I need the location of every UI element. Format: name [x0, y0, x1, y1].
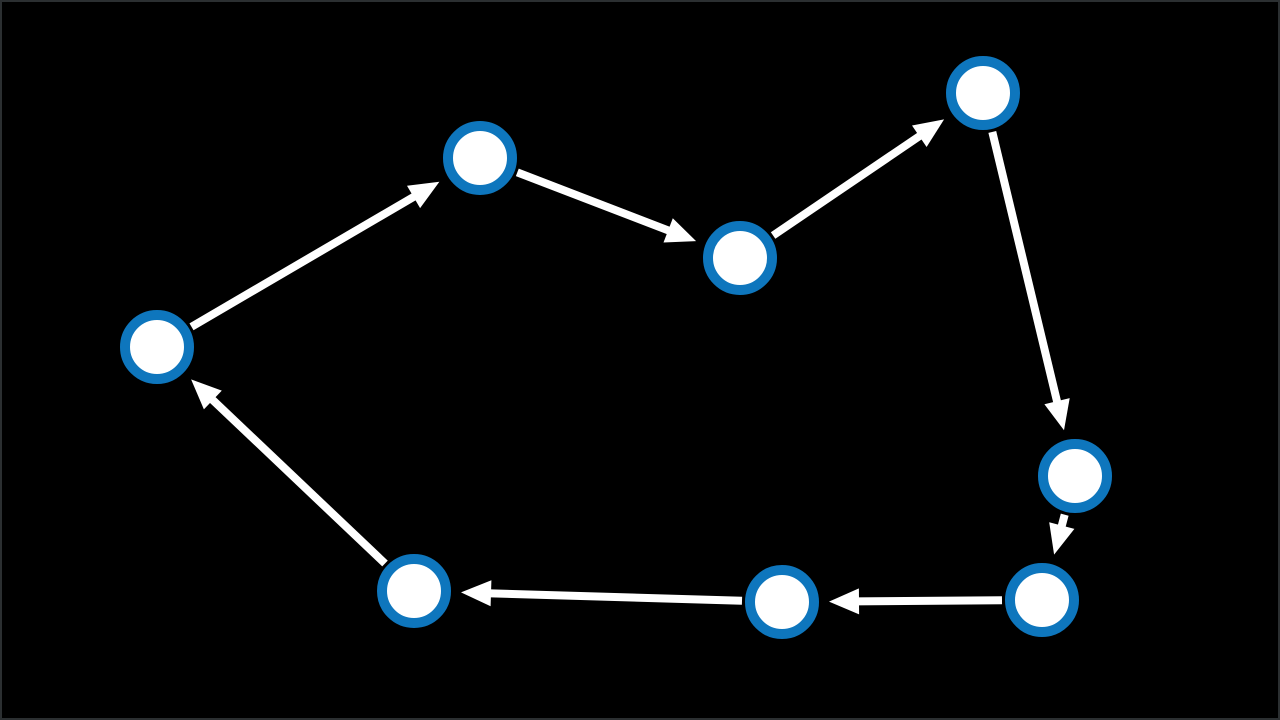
edge-line-n4-n5: [988, 130, 1062, 406]
edge-line-n8-n1: [207, 394, 388, 567]
arrowhead-icon-n3-n4: [912, 119, 945, 147]
graph-node-upper-left-node: [443, 121, 517, 195]
graph-node-bottom-right-node: [1005, 563, 1079, 637]
edge-line-n2-n3: [515, 168, 674, 236]
arrowhead-icon-n4-n5: [1044, 398, 1070, 431]
arrowhead-icon-n5-n6: [1049, 522, 1075, 555]
graph-node-top-right-node: [946, 56, 1020, 130]
edge-line-n6-n7: [854, 596, 1003, 606]
edge-line-n7-n8: [486, 589, 743, 605]
graph-node-bottom-middle-node: [745, 565, 819, 639]
arrowhead-icon-n1-n2: [407, 181, 440, 209]
graph-node-left-node: [120, 310, 194, 384]
graph-node-bottom-left-node: [377, 554, 451, 628]
edge-line-n3-n4: [770, 130, 925, 239]
graph-node-top-middle-node: [703, 221, 777, 295]
graph-node-right-node: [1038, 439, 1112, 513]
arrowhead-icon-n8-n1: [191, 379, 222, 410]
edge-line-n1-n2: [189, 191, 420, 331]
arrowhead-icon-n2-n3: [663, 218, 697, 243]
arrowhead-icon-n7-n8: [461, 580, 492, 607]
arrowhead-icon-n6-n7: [829, 588, 860, 615]
